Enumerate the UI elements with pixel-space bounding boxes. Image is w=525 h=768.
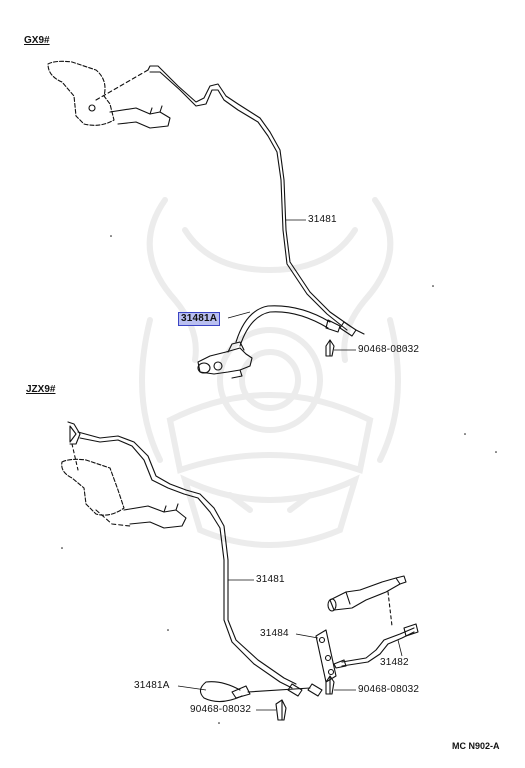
samurai-helmet-watermark xyxy=(139,197,401,548)
lower-right-clip xyxy=(325,675,335,695)
stray-dots xyxy=(61,235,497,724)
callout-upper-clip[interactable]: 90468-08032 xyxy=(358,344,420,355)
lower-flexible-hose xyxy=(199,681,323,703)
upper-flexible-hose xyxy=(235,305,341,347)
diagram-code: MC N902-A xyxy=(452,741,500,751)
callout-lower-bracket[interactable]: 31484 xyxy=(260,628,289,639)
section-title-gx9: GX9# xyxy=(24,35,50,46)
lower-bracket xyxy=(315,629,337,683)
lower-clutch-tube xyxy=(77,431,303,697)
section-title-jzx9: JZX9# xyxy=(26,384,56,395)
upper-clutch-tube xyxy=(147,65,365,337)
callout-lower-hose-left[interactable]: 31481A xyxy=(134,680,170,691)
callout-lower-clip-left[interactable]: 90468-08032 xyxy=(190,704,252,715)
callout-lower-hose-right[interactable]: 31482 xyxy=(380,657,409,668)
callout-lower-tube[interactable]: 31481 xyxy=(256,574,285,585)
lower-release-cylinder xyxy=(327,575,407,627)
lower-master-cylinder-sketch xyxy=(61,421,187,529)
leader-lines xyxy=(177,219,403,711)
upper-master-cylinder-sketch xyxy=(47,60,171,129)
lower-left-clip xyxy=(275,699,287,721)
upper-release-cylinder xyxy=(197,341,253,379)
callout-lower-clip-right[interactable]: 90468-08032 xyxy=(358,684,420,695)
callout-upper-hose-highlighted[interactable]: 31481A xyxy=(178,312,221,326)
callout-upper-tube[interactable]: 31481 xyxy=(308,214,337,225)
lower-right-hose xyxy=(333,623,419,669)
upper-clip xyxy=(325,339,335,357)
